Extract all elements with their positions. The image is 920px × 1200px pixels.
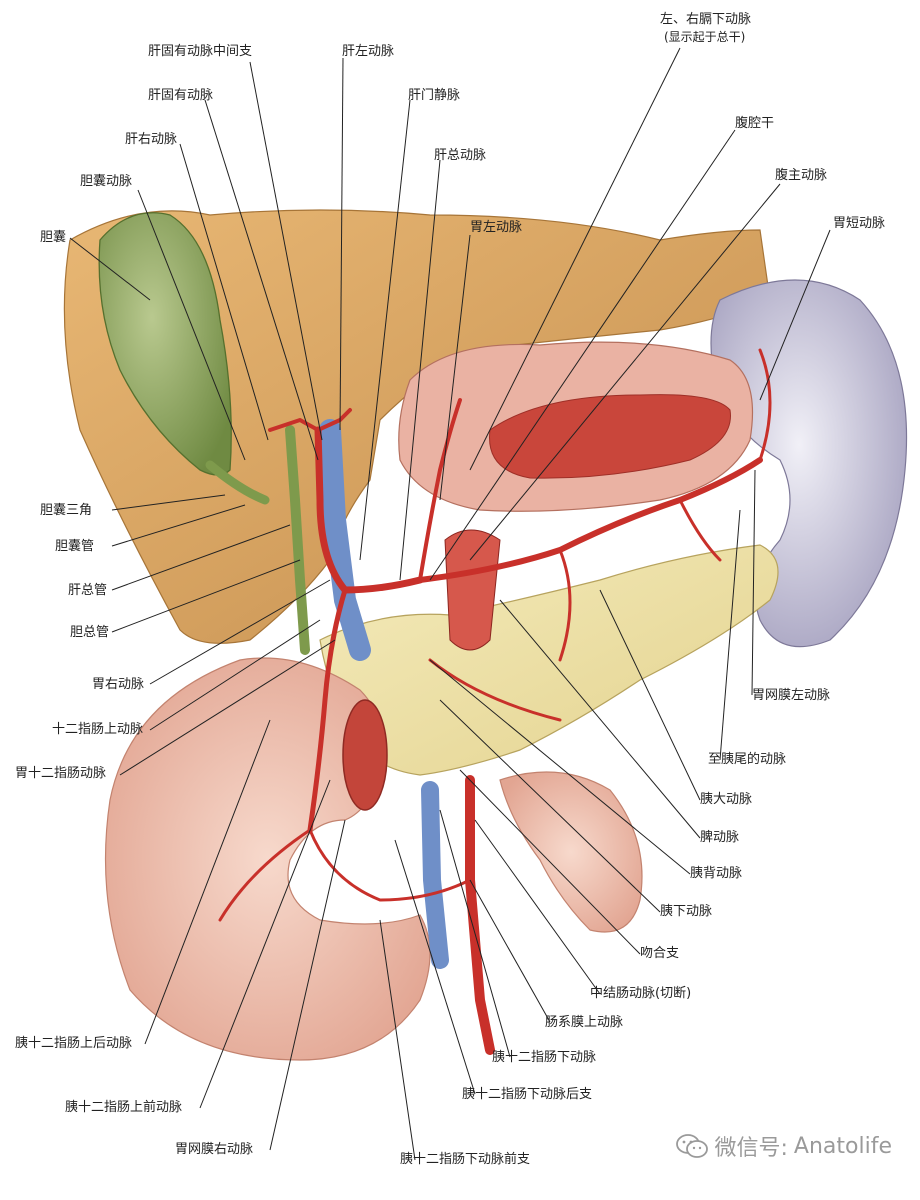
label-common-hepatic-duct: 肝总管 — [68, 583, 108, 598]
label-proper-hepatic-artery: 肝固有动脉 — [148, 88, 214, 103]
label-sup-ant-pancreaticoduodenal: 胰十二指肠上前动脉 — [65, 1100, 183, 1115]
label-cystic-artery: 胆囊动脉 — [80, 174, 133, 189]
gallbladder — [98, 212, 232, 476]
label-common-hepatic-artery: 肝总动脉 — [434, 148, 487, 163]
label-left-gastric-artery: 胃左动脉 — [470, 220, 523, 235]
bile-duct — [285, 425, 310, 655]
label-inf-pd-anterior-branch: 胰十二指肠下动脉前支 — [400, 1152, 531, 1167]
label-great-pancreatic-artery: 胰大动脉 — [700, 792, 753, 807]
label-inferior-pancreaticoduodenal-artery: 胰十二指肠下动脉 — [492, 1050, 597, 1065]
label-to-pancreatic-tail: 至胰尾的动脉 — [708, 752, 787, 767]
watermark-prefix: 微信号: — [714, 1136, 788, 1161]
label-sup-post-pancreaticoduodenal: 胰十二指肠上后动脉 — [15, 1036, 133, 1051]
label-dorsal-pancreatic-artery: 胰背动脉 — [690, 866, 743, 881]
label-hepatic-portal-vein: 肝门静脉 — [408, 88, 461, 103]
label-supraduodenal-artery: 十二指肠上动脉 — [52, 722, 144, 737]
arteries — [218, 348, 772, 1055]
label-cystic-duct: 胆囊管 — [55, 539, 95, 554]
label-gastroduodenal-artery: 胃十二指肠动脉 — [15, 766, 107, 781]
label-celiac-trunk: 腹腔干 — [735, 116, 775, 131]
label-superior-mesenteric-artery: 肠系膜上动脉 — [545, 1015, 624, 1030]
pancreas — [319, 544, 779, 776]
label-abdominal-aorta: 腹主动脉 — [775, 168, 828, 183]
stomach-mucosa — [489, 394, 731, 479]
label-splenic-artery: 脾动脉 — [700, 830, 740, 845]
mesenteric-vein — [421, 781, 449, 969]
label-anastomotic-branch: 吻合支 — [640, 946, 680, 961]
wechat-icon — [675, 1134, 708, 1158]
label-right-gastroepiploic-artery: 胃网膜右动脉 — [175, 1142, 254, 1157]
watermark: 微信号: Anatolife — [675, 1130, 892, 1162]
label-inf-pd-posterior-branch: 胰十二指肠下动脉后支 — [462, 1087, 593, 1102]
watermark-handle: Anatolife — [793, 1133, 892, 1159]
label-inferior-pancreatic-artery: 胰下动脉 — [660, 904, 713, 919]
portal-vein — [319, 419, 371, 661]
label-inferior-phrenic-line2: (显示起于总干) — [664, 30, 746, 44]
label-right-gastric-artery: 胃右动脉 — [92, 677, 145, 692]
label-middle-colic-artery: 中结肠动脉(切断) — [590, 986, 692, 1001]
duodenum-jejunum — [499, 771, 643, 933]
aorta — [444, 529, 501, 651]
label-left-hepatic-artery: 肝左动脉 — [342, 44, 395, 59]
label-gallbladder: 胆囊 — [40, 230, 67, 245]
label-short-gastric-artery: 胃短动脉 — [833, 216, 886, 231]
label-left-gastroepiploic-artery: 胃网膜左动脉 — [752, 688, 831, 703]
cystic-duct — [205, 460, 270, 505]
label-cystic-triangle: 胆囊三角 — [40, 503, 93, 518]
duodenum-cut-end — [342, 699, 388, 811]
label-inferior-phrenic-line1: 左、右膈下动脉 — [660, 12, 752, 27]
label-hepatic-middle-branch: 肝固有动脉中间支 — [148, 44, 253, 59]
label-common-bile-duct: 胆总管 — [70, 625, 110, 640]
label-right-hepatic-artery: 肝右动脉 — [125, 132, 178, 147]
